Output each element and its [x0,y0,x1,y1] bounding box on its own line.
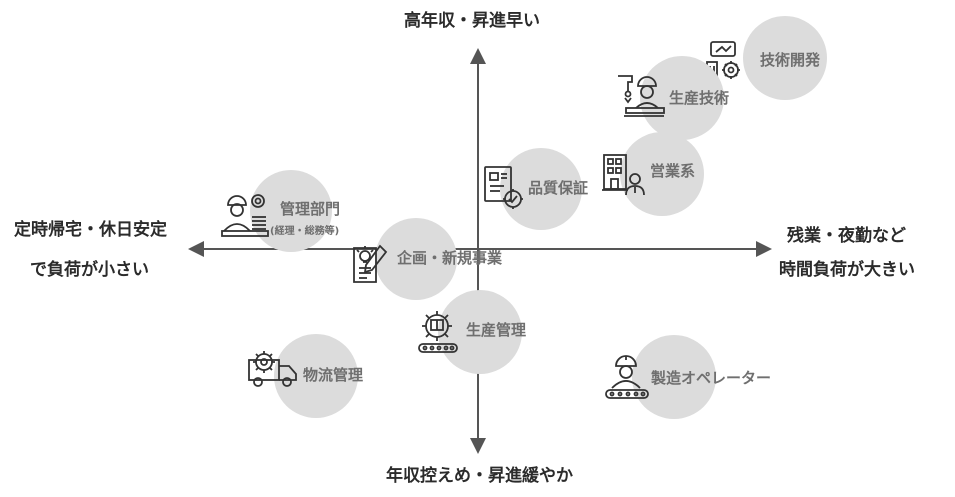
node-label-kikaku: 企画・新規事業 [397,249,503,267]
checklist-gear-icon [482,165,526,215]
node-label-kanri-bumon: 管理部門 [280,200,341,218]
office-worker-icon [220,193,270,243]
node-circle-butsuryu [274,334,358,418]
axis-right-label-line2: 時間負荷が大きい [779,260,915,280]
worker-conveyor-icon [604,354,650,408]
node-circle-seisan-gijutsu [640,56,724,140]
delivery-truck-icon [247,350,299,394]
node-circle-kanri-bumon [250,170,332,252]
node-label-seisan-gijutsu: 生産技術 [669,89,730,107]
node-circle-kikaku [375,218,457,300]
node-label-hinshitsu-hosho: 品質保証 [528,179,589,197]
node-circle-seisan-kanri [438,290,522,374]
node-circle-seizo-operator [632,335,716,419]
axis-bottom-label: 年収控えめ・昇進緩やか [386,466,573,486]
engineer-robot-arm-icon [616,72,666,122]
node-circle-gijutsu-kaihatsu [743,16,827,100]
gear-conveyor-icon [415,306,463,360]
node-label-gijutsu-kaihatsu: 技術開発 [760,51,821,69]
axis-left-label-line1: 定時帰宅・休日安定 [14,220,167,240]
node-label-eigyo: 営業系 [650,162,696,180]
idea-document-icon [350,240,390,290]
building-person-icon [601,153,647,203]
node-label-butsuryu: 物流管理 [303,366,364,384]
node-label-seisan-kanri: 生産管理 [466,321,527,339]
axis-left-label-line2: で負荷が小さい [30,260,149,280]
node-sublabel-kanri-bumon: (経理・総務等) [270,226,340,237]
axis-top-label: 高年収・昇進早い [404,11,540,31]
axis-right-label-line1: 残業・夜勤など [787,226,906,246]
node-label-seizo-operator: 製造オペレーター [651,369,772,387]
